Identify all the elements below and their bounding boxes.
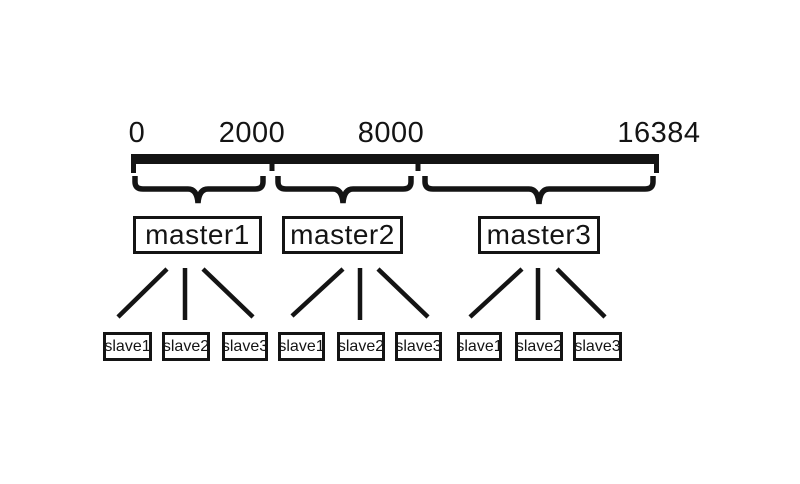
master3-slave2-label: slave2 — [515, 337, 563, 355]
slot-label-2000: 2000 — [218, 117, 286, 149]
master1-label: master1 — [145, 219, 250, 250]
connector-master3-slave3 — [555, 267, 607, 319]
brace-master1-range — [132, 176, 266, 204]
master1-slave3-label: slave3 — [221, 337, 269, 355]
slot-label-0: 0 — [128, 117, 146, 149]
master3-label: master3 — [486, 219, 592, 250]
master2-slave1-box: slave1 — [278, 332, 325, 361]
master2-slave2-box: slave2 — [337, 332, 385, 361]
master2-slave1-label: slave1 — [278, 337, 325, 355]
master3-box: master3 — [478, 216, 600, 254]
master2-box: master2 — [282, 216, 403, 254]
master3-slave1-box: slave1 — [456, 332, 503, 361]
slot-label-8000: 8000 — [357, 117, 425, 149]
connector-master3-slave1 — [468, 267, 524, 319]
connector-master1-slave3 — [201, 267, 255, 319]
brace-master2-range — [275, 176, 414, 204]
master1-slave2-box: slave2 — [162, 332, 210, 361]
master2-slave3-box: slave3 — [395, 332, 442, 361]
master3-slave2-box: slave2 — [515, 332, 563, 361]
master1-slave1-box: slave1 — [103, 332, 152, 361]
master2-label: master2 — [290, 219, 395, 250]
master1-box: master1 — [133, 216, 262, 254]
master3-slave3-label: slave3 — [574, 337, 621, 355]
brace-master3-range — [422, 176, 656, 205]
diagram-ink — [116, 154, 659, 320]
connector-master2-slave3 — [376, 267, 430, 319]
master3-slave1-label: slave1 — [456, 337, 503, 355]
master1-slave3-box: slave3 — [222, 332, 268, 361]
master1-slave1-label: slave1 — [104, 337, 151, 355]
connector-master2-slave1 — [290, 267, 345, 318]
master2-slave2-label: slave2 — [337, 337, 385, 355]
slot-label-16384: 16384 — [617, 117, 701, 149]
master2-slave3-label: slave3 — [395, 337, 442, 355]
connector-master1-slave1 — [116, 267, 169, 319]
master3-slave3-box: slave3 — [573, 332, 622, 361]
master1-slave2-label: slave2 — [162, 337, 210, 355]
